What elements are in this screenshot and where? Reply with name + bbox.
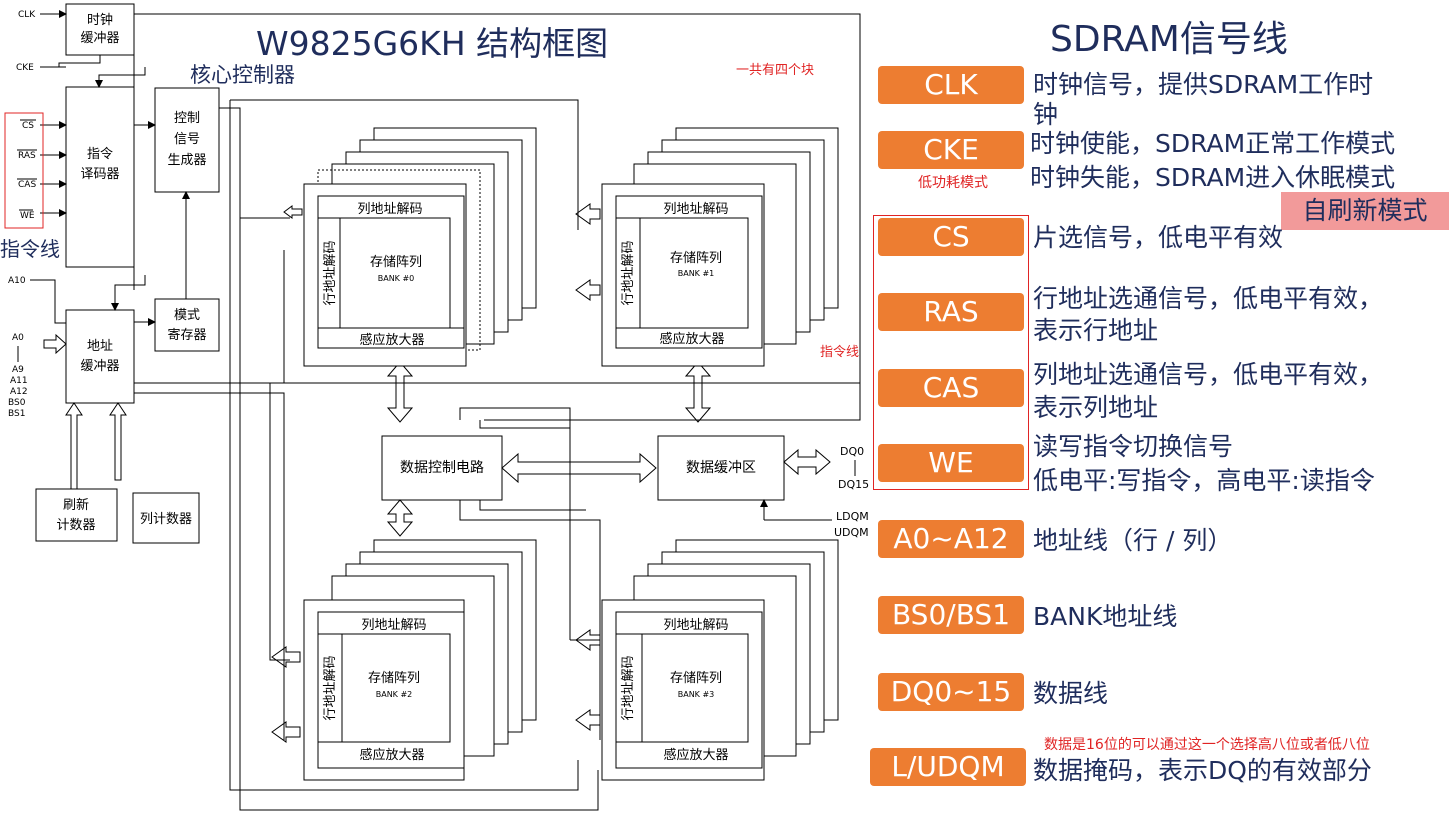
cmd-decoder-label-2: 译码器 <box>80 167 119 182</box>
pill-clk: CLK <box>878 66 1024 104</box>
addr-buffer-label-1: 地址 <box>87 339 113 354</box>
pin-ras: RAS <box>18 151 36 161</box>
pill-ras: RAS <box>878 293 1024 331</box>
pin-a10: A10 <box>8 276 26 286</box>
pin-bs1: BS1 <box>8 409 25 419</box>
pin-a0: A0 <box>12 333 24 343</box>
bank2-sense-amp: 感应放大器 <box>359 747 424 763</box>
bank3-array: 存储阵列 <box>670 671 722 686</box>
col-counter-box <box>132 492 200 544</box>
desc-cke-1: 时钟使能，SDRAM正常工作模式 <box>1030 129 1396 158</box>
block-diagram: W9825G6KH 结构框图 核心控制器 指令线 一共有四个块 指令线 CLK … <box>0 3 869 811</box>
pin-dq15: DQ15 <box>838 478 869 491</box>
clock-buffer-label-2: 缓冲器 <box>80 31 119 46</box>
desc-bank: BANK地址线 <box>1033 602 1178 631</box>
addr-buffer-label-2: 缓冲器 <box>80 359 119 374</box>
desc-data: 数据线 <box>1033 679 1109 708</box>
bank1-name: BANK #1 <box>678 269 715 278</box>
bank3-name: BANK #3 <box>678 690 715 699</box>
clock-buffer-box <box>65 3 135 56</box>
mode-register-label-1: 模式 <box>174 308 200 323</box>
data-buffer-label: 数据缓冲区 <box>686 460 756 476</box>
refresh-counter-label-1: 刷新 <box>63 497 89 513</box>
bank2-array: 存储阵列 <box>368 671 420 686</box>
cmd-signals-highlight <box>873 215 1029 490</box>
bank0-col-decoder: 列地址解码 <box>357 202 422 217</box>
pin-a11: A11 <box>10 376 28 386</box>
ctrl-gen-label-2: 信号 <box>174 132 200 147</box>
desc-clk-1: 时钟信号，提供SDRAM工作时 <box>1033 70 1374 99</box>
bank0-sense-amp: 感应放大器 <box>359 332 424 348</box>
bank1-row-decoder: 行地址解码 <box>621 240 636 305</box>
pin-we: WE <box>20 211 35 221</box>
desc-dqm: 数据掩码，表示DQ的有效部分 <box>1033 756 1372 785</box>
bank0-array: 存储阵列 <box>370 255 422 270</box>
pill-bank: BS0/BS1 <box>878 596 1024 634</box>
pill-cke: CKE <box>878 131 1024 169</box>
desc-cas-2: 表示列地址 <box>1033 393 1159 422</box>
desc-we-2: 低电平:写指令，高电平:读指令 <box>1033 466 1375 495</box>
note-datamask: 数据是16位的可以通过这一个选择高八位或者低八位 <box>1044 737 1370 753</box>
bank0-name: BANK #0 <box>378 274 415 283</box>
desc-ras-1: 行地址选通信号，低电平有效， <box>1033 284 1384 313</box>
pin-cas: CAS <box>18 180 36 190</box>
desc-ras-2: 表示行地址 <box>1033 316 1159 345</box>
note-cmd-line: 指令线 <box>820 345 859 360</box>
desc-we-1: 读写指令切换信号 <box>1033 432 1234 461</box>
ctrl-gen-label-3: 生成器 <box>167 153 206 168</box>
data-ctrl-label: 数据控制电路 <box>400 460 484 476</box>
bank1-col-decoder: 列地址解码 <box>663 202 728 217</box>
data-buffer-box <box>657 435 785 501</box>
pill-address: A0~A12 <box>878 520 1024 558</box>
pin-clk: CLK <box>18 10 36 20</box>
mode-register-label-2: 寄存器 <box>167 327 206 343</box>
col-counter-label: 列计数器 <box>140 512 192 527</box>
signals-title: SDRAM信号线 <box>1050 19 1288 60</box>
bank3-col-decoder: 列地址解码 <box>663 618 728 633</box>
self-refresh-highlight: 自刷新模式 <box>1281 192 1449 230</box>
mode-register-box <box>154 298 220 352</box>
bank3-sense-amp: 感应放大器 <box>663 747 728 763</box>
addr-buffer-box <box>65 309 135 404</box>
cmd-decoder-label-1: 指令 <box>87 147 113 162</box>
pin-a12: A12 <box>10 387 28 397</box>
cmd-pins-highlight <box>4 112 44 229</box>
note-low-power: 低功耗模式 <box>918 175 988 191</box>
core-controller-label: 核心控制器 <box>190 63 295 87</box>
desc-cas-1: 列地址选通信号，低电平有效， <box>1033 360 1384 389</box>
pin-dq0: DQ0 <box>840 445 864 458</box>
ctrl-gen-label-1: 控制 <box>174 111 200 126</box>
diagram-title: W9825G6KH 结构框图 <box>256 24 608 63</box>
pin-ldqm: LDQM <box>836 510 869 523</box>
pill-cs: CS <box>878 218 1024 256</box>
pin-cs: CS <box>22 121 34 131</box>
bank1-array: 存储阵列 <box>670 251 722 266</box>
bank2-row-decoder: 行地址解码 <box>323 655 338 720</box>
refresh-counter-box <box>35 488 118 542</box>
pill-data: DQ0~15 <box>878 673 1024 711</box>
note-four-blocks: 一共有四个块 <box>736 63 814 78</box>
clock-buffer-label-1: 时钟 <box>87 12 113 28</box>
pin-udqm: UDQM <box>834 526 869 539</box>
bank2-name: BANK #2 <box>376 690 413 699</box>
pill-dqm: L/UDQM <box>870 748 1026 786</box>
pin-bs0: BS0 <box>8 398 26 408</box>
bank3-row-decoder: 行地址解码 <box>621 655 636 720</box>
bank1-sense-amp: 感应放大器 <box>659 331 724 347</box>
pin-cke: CKE <box>16 63 34 73</box>
refresh-counter-label-2: 计数器 <box>56 518 95 533</box>
pill-cas: CAS <box>878 369 1024 407</box>
desc-clk-2: 钟 <box>1033 100 1059 129</box>
pin-a9: A9 <box>12 365 24 375</box>
bank0-row-decoder: 行地址解码 <box>323 240 338 305</box>
bank2-col-decoder: 列地址解码 <box>361 618 426 633</box>
desc-cke-2: 时钟失能，SDRAM进入休眠模式 <box>1030 163 1396 192</box>
pill-we: WE <box>878 444 1024 482</box>
desc-cs: 片选信号，低电平有效 <box>1033 223 1284 252</box>
desc-address: 地址线（行 / 列） <box>1033 526 1233 555</box>
cmd-line-label: 指令线 <box>0 237 60 261</box>
